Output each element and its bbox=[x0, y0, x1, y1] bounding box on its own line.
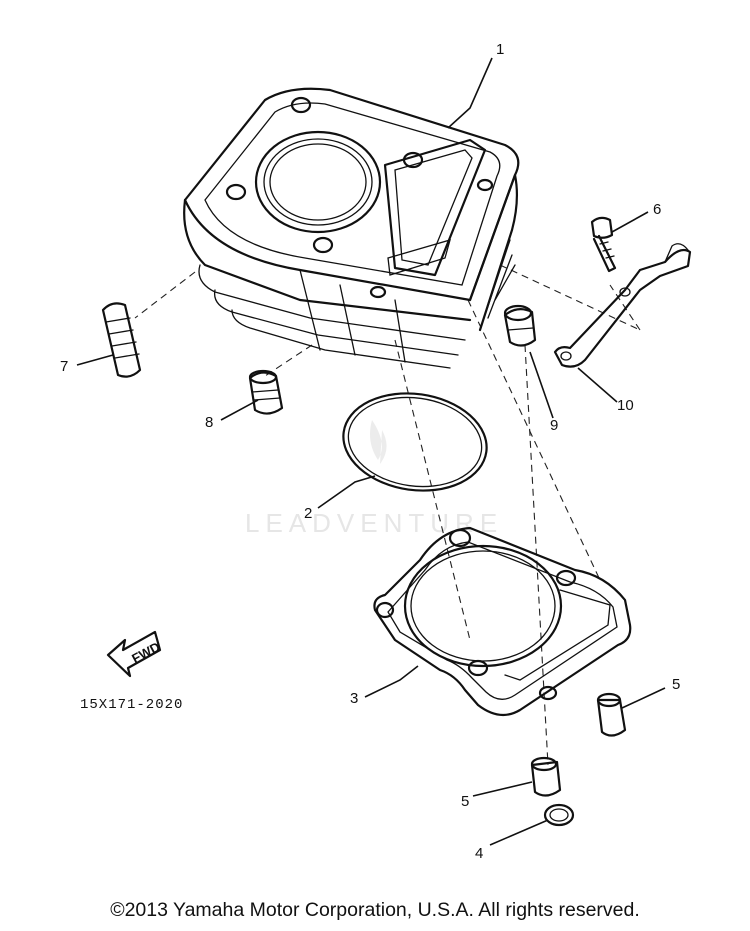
callout-9: 9 bbox=[550, 417, 558, 434]
cylinder-part-1 bbox=[183, 87, 520, 369]
dowel-pin-part-5-upper bbox=[596, 692, 627, 737]
callout-8: 8 bbox=[205, 414, 213, 431]
callout-6: 6 bbox=[653, 201, 661, 218]
callouts: 1 2 3 4 5 5 6 7 8 9 10 bbox=[60, 41, 680, 862]
clip-part-4 bbox=[543, 803, 575, 827]
callout-1: 1 bbox=[496, 41, 504, 58]
diagram-code: 15X171-2020 bbox=[80, 697, 183, 713]
callout-2: 2 bbox=[304, 505, 312, 522]
copyright-notice: ©2013 Yamaha Motor Corporation, U.S.A. A… bbox=[110, 899, 640, 921]
bolt-part-6 bbox=[590, 216, 617, 273]
callout-5-lower: 5 bbox=[461, 793, 469, 810]
o-ring-part-2 bbox=[342, 392, 488, 492]
callout-4: 4 bbox=[475, 845, 483, 862]
watermark-text: LEADVENTURE bbox=[245, 508, 503, 538]
callout-3: 3 bbox=[350, 690, 358, 707]
callout-5-upper: 5 bbox=[672, 676, 680, 693]
stud-part-7 bbox=[101, 302, 142, 378]
callout-10: 10 bbox=[617, 397, 634, 414]
gasket-part-3 bbox=[373, 526, 632, 717]
fwd-arrow-icon: FWD bbox=[106, 630, 162, 678]
leader-lines bbox=[76, 57, 666, 846]
watermark: LEADVENTURE bbox=[245, 420, 503, 538]
bracket-part-10 bbox=[553, 243, 692, 368]
dowel-part-8 bbox=[248, 369, 284, 415]
dowel-part-9 bbox=[503, 304, 537, 347]
dowel-pin-part-5-lower bbox=[530, 756, 562, 797]
callout-7: 7 bbox=[60, 358, 68, 375]
